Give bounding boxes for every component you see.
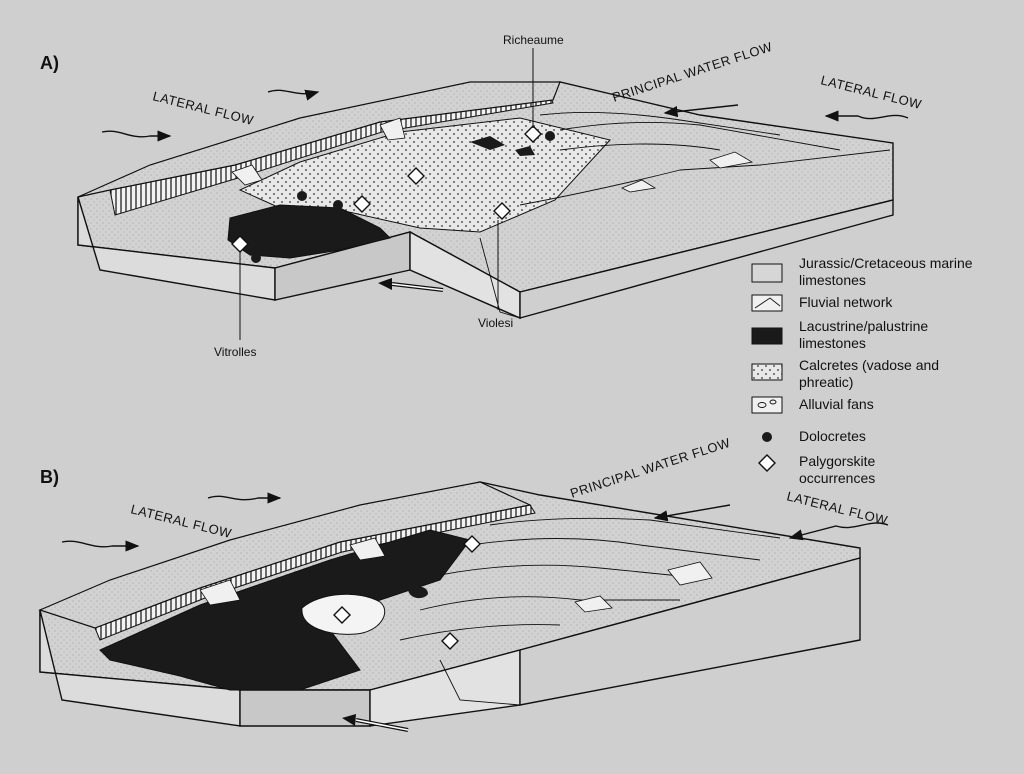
alluvial-fan-b4 bbox=[574, 595, 613, 613]
palygorskite-b3 bbox=[441, 632, 459, 650]
legend-symbol-lacustrine bbox=[751, 327, 783, 345]
palygorskite-a4 bbox=[524, 125, 542, 143]
palygorskite-a2 bbox=[353, 195, 371, 213]
palygorskite-b1 bbox=[463, 535, 481, 553]
legend-symbol-dolocrete bbox=[762, 432, 772, 442]
legend-lacustrine-line2: limestones bbox=[799, 335, 866, 351]
panel-b-label: B) bbox=[40, 467, 59, 487]
fluvial-line-a4 bbox=[519, 149, 891, 206]
legend-palygorskite-line1: Palygorskite bbox=[799, 453, 875, 469]
lacustrine-pond-a2 bbox=[515, 146, 535, 156]
fluvial-line-a3 bbox=[559, 143, 721, 151]
fluvial-line-b4 bbox=[419, 596, 680, 611]
legend-dolocrete-line1: Dolocretes bbox=[799, 428, 866, 444]
legend-fluvial-line1: Fluvial network bbox=[799, 294, 893, 310]
lateral-flow-right-a: LATERAL FLOW bbox=[819, 72, 923, 112]
fluvial-line-b3 bbox=[439, 564, 701, 579]
legend-calcrete-line2: phreatic) bbox=[799, 374, 853, 390]
fluvial-line-b1 bbox=[489, 517, 781, 539]
legend-symbol-calcrete bbox=[751, 363, 783, 381]
alluvial-fan-a4 bbox=[621, 179, 657, 193]
arrow-lateral-left-a1 bbox=[101, 130, 172, 142]
legend-marine-line2: limestones bbox=[799, 272, 866, 288]
lateral-flow-left-b: LATERAL FLOW bbox=[129, 501, 233, 541]
place-vitrolles: Vitrolles bbox=[214, 345, 256, 359]
legend-symbol-alluvial-fan bbox=[751, 396, 783, 414]
principal-flow-b: PRINCIPAL WATER FLOW bbox=[568, 435, 732, 501]
panel-a-label: A) bbox=[40, 53, 59, 73]
dolocrete-a1 bbox=[297, 191, 307, 201]
dolocrete-a2 bbox=[333, 200, 343, 210]
fluvial-line-a2 bbox=[559, 121, 841, 151]
block-a-front-right bbox=[519, 199, 894, 319]
legend: Jurassic/Cretaceous marine limestones Fl… bbox=[751, 255, 973, 486]
alluvial-fan-a2 bbox=[379, 117, 406, 141]
alluvial-fan-b1 bbox=[199, 579, 241, 606]
arrow-lateral-right-b bbox=[788, 522, 889, 541]
panel-a: A) bbox=[40, 33, 924, 359]
panel-b: B) LATERAL FLOW PRIN bbox=[38, 435, 890, 732]
legend-palygorskite-line2: occurrences bbox=[799, 470, 875, 486]
plateau-b bbox=[38, 481, 532, 629]
lateral-flow-left-a: LATERAL FLOW bbox=[151, 88, 255, 128]
alluvial-fan-a3 bbox=[709, 151, 754, 169]
palygorskite-a3 bbox=[493, 202, 511, 220]
block-b-front-right bbox=[519, 557, 861, 706]
dolocrete-a3 bbox=[251, 253, 261, 263]
alluvial-fan-a1 bbox=[231, 164, 263, 186]
plateau-a bbox=[77, 81, 561, 198]
arrow-principal-b bbox=[653, 504, 731, 522]
arrow-lateral-left-a2 bbox=[267, 89, 320, 101]
legend-lacustrine-line1: Lacustrine/palustrine bbox=[799, 318, 928, 334]
legend-symbol-fluvial-network bbox=[751, 294, 783, 312]
fluvial-line-a1 bbox=[539, 111, 781, 136]
palygorskite-a1 bbox=[407, 167, 425, 185]
legend-symbol-marine-limestone bbox=[751, 263, 783, 283]
lateral-flow-right-b: LATERAL FLOW bbox=[785, 488, 889, 528]
alluvial-fan-b3 bbox=[667, 561, 713, 586]
legend-calcrete-line1: Calcretes (vadose and bbox=[799, 357, 939, 373]
fluvial-line-b2 bbox=[469, 538, 761, 561]
legend-alluvial-line1: Alluvial fans bbox=[799, 396, 874, 412]
alluvial-fan-b2 bbox=[349, 537, 386, 561]
arrow-lateral-left-b1 bbox=[61, 540, 140, 552]
legend-marine-line1: Jurassic/Cretaceous marine bbox=[799, 255, 973, 271]
arrow-principal-a bbox=[663, 104, 739, 118]
fluvial-line-b5 bbox=[399, 624, 561, 641]
place-violesi: Violesi bbox=[478, 316, 513, 330]
palygorskite-b2 bbox=[333, 606, 351, 624]
arrow-lateral-left-b2 bbox=[207, 492, 282, 504]
lacustrine-pond-a1 bbox=[470, 136, 505, 150]
legend-symbol-palygorskite bbox=[758, 454, 776, 472]
place-richeaume: Richeaume bbox=[503, 33, 564, 47]
arrow-lateral-right-a bbox=[824, 110, 909, 122]
principal-flow-a: PRINCIPAL WATER FLOW bbox=[610, 39, 774, 105]
dolocrete-a4 bbox=[545, 131, 555, 141]
